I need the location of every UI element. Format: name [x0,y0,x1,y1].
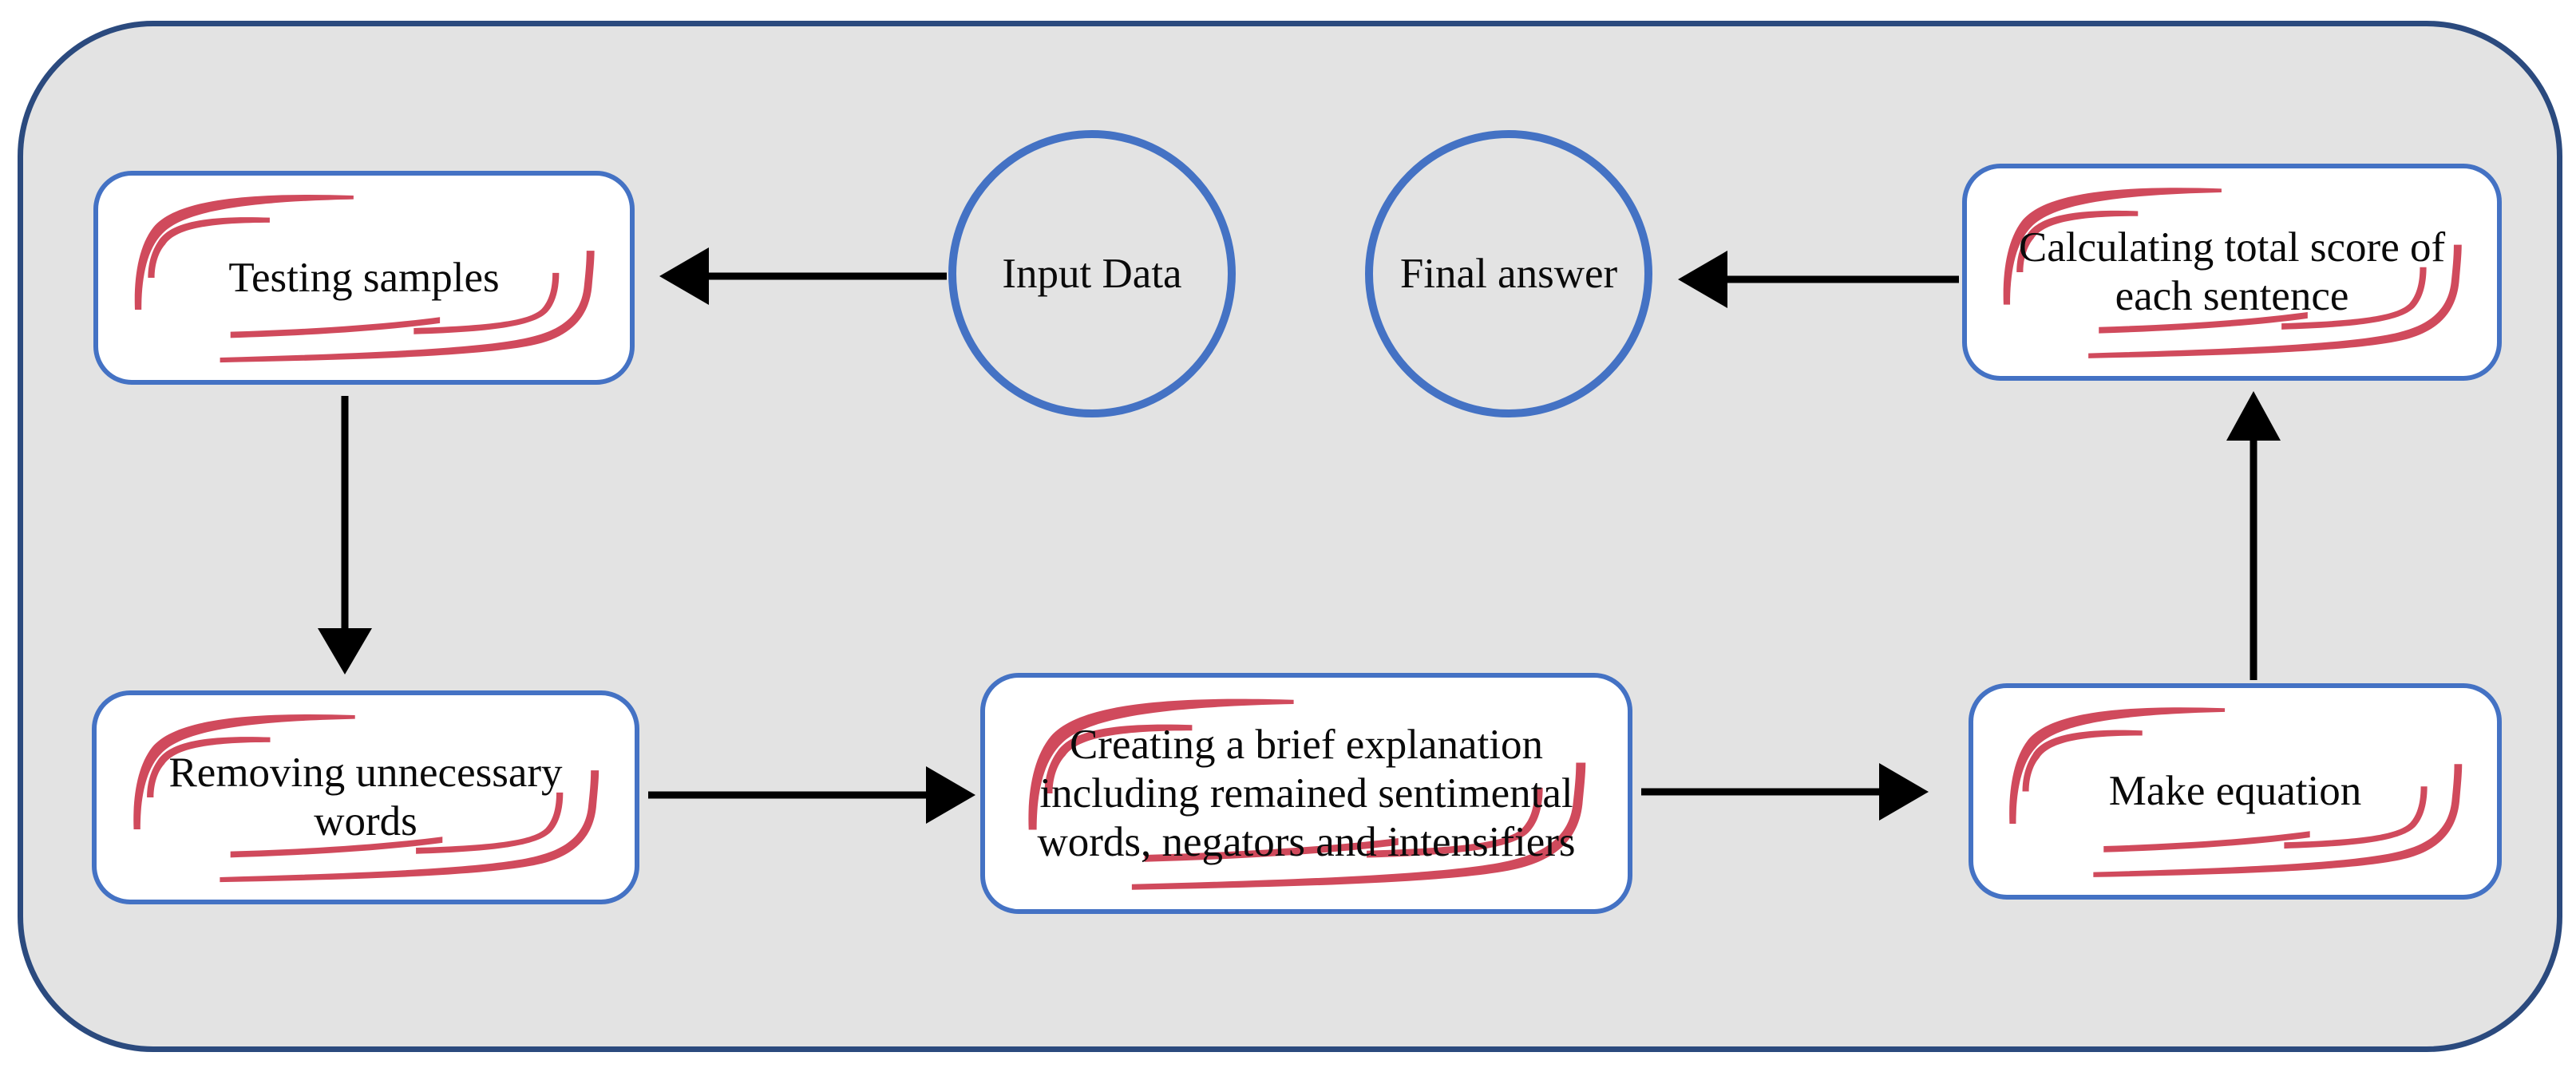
node-label: Make equation [2108,768,2362,814]
node-label: Removing unnecessary words [168,750,563,845]
node-label: Creating a brief explanation including r… [1037,721,1576,865]
node-label: Calculating total score of each sentence [2018,224,2446,319]
node-calculating-total-score: Calculating total score of each sentence [1962,164,2502,381]
node-testing-samples: Testing samples [93,171,635,385]
node-label: Input Data [1002,250,1182,297]
node-input-data: Input Data [948,130,1236,417]
node-creating-brief-explanation: Creating a brief explanation including r… [980,673,1632,914]
node-final-answer: Final answer [1365,130,1652,417]
node-removing-unnecessary-words: Removing unnecessary words [92,690,639,904]
node-label: Final answer [1399,250,1618,297]
node-make-equation: Make equation [1969,683,2502,900]
node-label: Testing samples [228,254,500,301]
